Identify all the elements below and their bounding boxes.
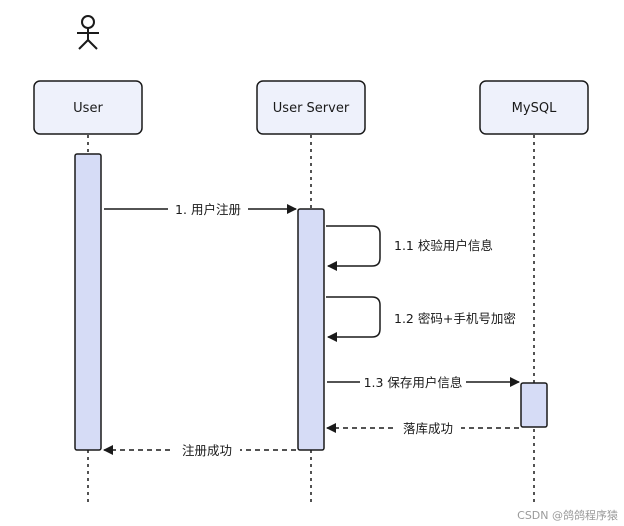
participant-user: User — [33, 80, 143, 135]
message-arrow-validate — [326, 225, 381, 271]
watermark: CSDN @鸽鸽程序猿 — [517, 508, 618, 522]
participant-user-server: User Server — [256, 80, 366, 135]
participant-user-label: User — [73, 101, 103, 116]
message-label-register: 1. 用户注册 — [175, 202, 241, 217]
activation-user-server — [297, 208, 325, 451]
participant-mysql: MySQL — [479, 80, 589, 135]
message-label-validate: 1.1 校验用户信息 — [394, 238, 493, 253]
return-label-db-success: 落库成功 — [403, 421, 453, 436]
return-label-register-success: 注册成功 — [182, 443, 232, 458]
activation-mysql — [520, 382, 548, 428]
activation-user — [74, 153, 102, 451]
participant-user-server-label: User Server — [273, 101, 350, 116]
message-arrow-encrypt — [326, 296, 381, 342]
actor-icon — [77, 15, 99, 50]
participant-mysql-label: MySQL — [512, 101, 557, 116]
message-label-encrypt: 1.2 密码+手机号加密 — [394, 311, 516, 326]
message-label-save: 1.3 保存用户信息 — [364, 375, 463, 390]
